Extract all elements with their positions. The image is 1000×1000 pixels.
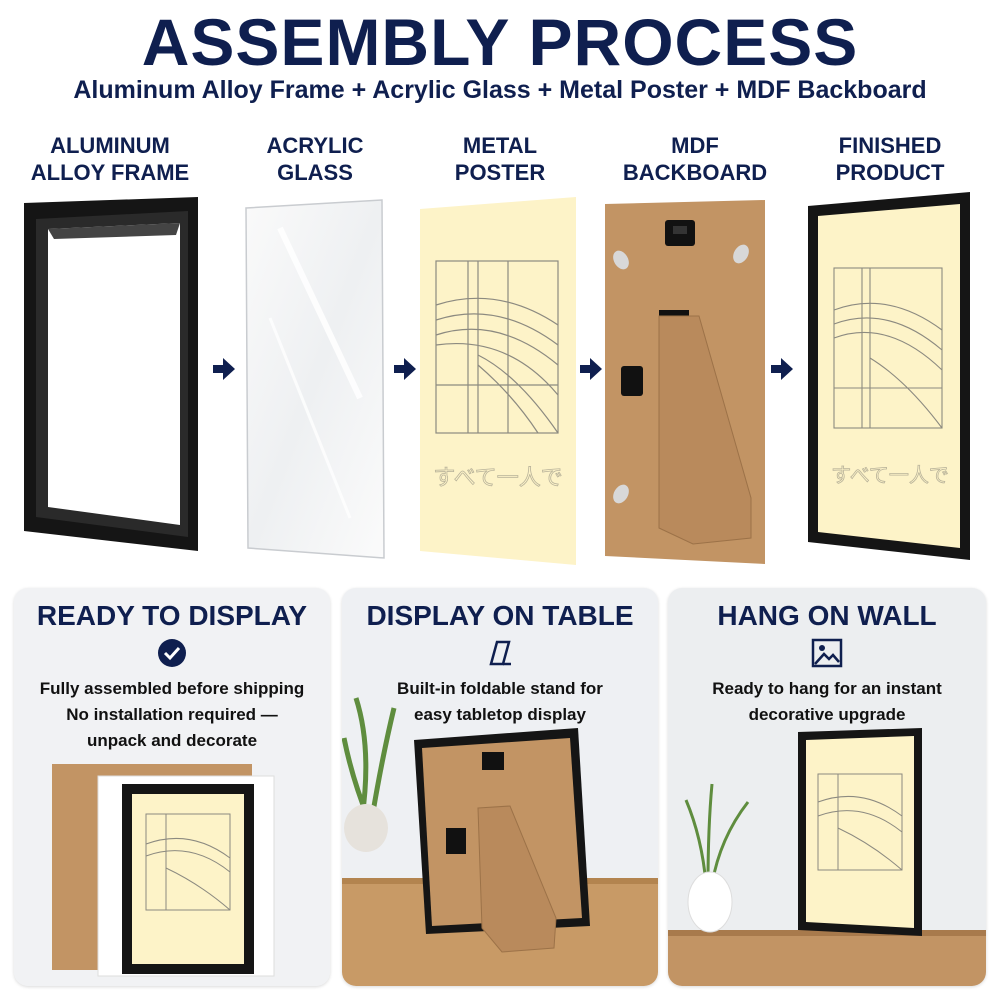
mdf-backboard-illustration [605,200,765,564]
boxed-frame-scene [14,588,330,986]
finished-poster-caption: すべて一人で [831,463,949,487]
card-title: READY TO DISPLAY [36,600,308,631]
picture-icon [811,638,843,668]
arrow-right-icon [771,358,793,380]
page-subtitle: Aluminum Alloy Frame + Acrylic Glass + M… [73,76,927,104]
hanger-side-icon [621,366,643,396]
page-title: ASSEMBLY PROCESS [141,5,859,79]
arrow-right-icon [580,358,602,380]
card-title: DISPLAY ON TABLE [366,600,634,631]
card-hang-on-wall: HANG ON WALL Ready to hang for an instan… [668,588,986,986]
wall-scene [668,588,986,986]
card-ready-to-display: READY TO DISPLAY Fully assembled before … [14,588,330,986]
finished-frame-illustration: すべて一人で [808,192,970,560]
card-description: Ready to hang for an instant decorative … [712,679,942,724]
metal-poster-illustration: すべて一人で [420,197,576,565]
check-circle-icon [158,639,186,667]
aluminum-frame-illustration [24,197,198,551]
card-display-on-table: DISPLAY ON TABLE Built-in foldable stand… [342,588,658,986]
card-description: Fully assembled before shipping No insta… [39,679,305,750]
card-description: Built-in foldable stand for easy tableto… [397,679,603,724]
table-stand-scene [342,588,658,986]
poster-caption: すべて一人で [433,466,563,491]
arrow-right-icon [394,358,416,380]
easel-stand-icon [489,640,511,666]
acrylic-glass-illustration [245,199,385,559]
arrow-right-icon [213,358,235,380]
card-title: HANG ON WALL [717,600,937,631]
